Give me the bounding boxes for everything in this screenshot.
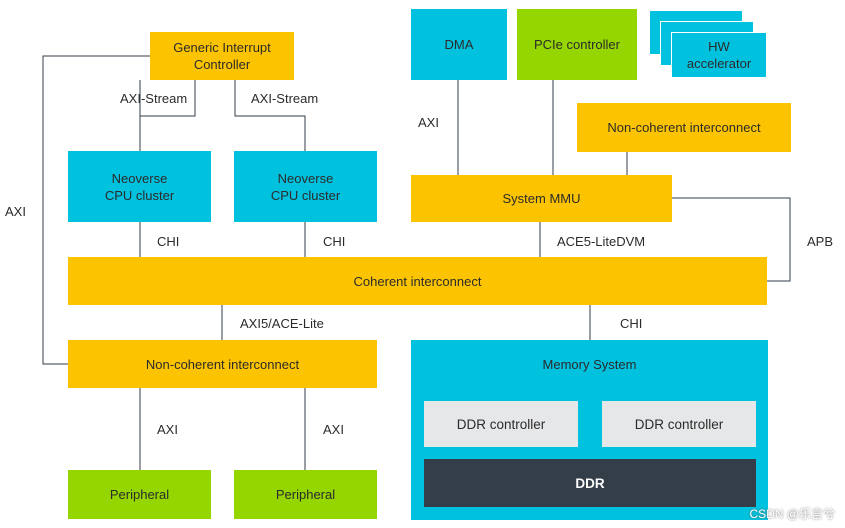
label-axi-periph-2: AXI xyxy=(323,422,344,437)
label-axi-dma: AXI xyxy=(418,115,439,130)
system-mmu-block: System MMU xyxy=(411,175,672,222)
wire-gic-cpu-right xyxy=(234,80,306,151)
label-chi-cpu-right: CHI xyxy=(323,234,346,249)
cpu-cluster-left: Neoverse CPU cluster xyxy=(68,151,211,222)
label-chi-cpu-left: CHI xyxy=(157,234,180,249)
label-axi-stream-left: AXI-Stream xyxy=(120,91,188,106)
label-axi-left: AXI xyxy=(5,204,26,219)
ddr-controller-2: DDR controller xyxy=(602,401,756,447)
peripheral-1: Peripheral xyxy=(68,470,211,519)
dma-block: DMA xyxy=(411,9,507,80)
wire-gic-cpu-left-stub xyxy=(140,80,196,117)
peripheral-2: Peripheral xyxy=(234,470,377,519)
ddr-controller-1: DDR controller xyxy=(424,401,578,447)
coherent-interconnect: Coherent interconnect xyxy=(68,257,767,305)
ddr-block: DDR xyxy=(424,459,756,507)
noncoherent-interconnect-bottom: Non-coherent interconnect xyxy=(68,340,377,388)
label-axi5-ace-lite: AXI5/ACE-Lite xyxy=(240,316,324,331)
wire-apb-loop xyxy=(672,197,791,282)
label-ace5-litedvm: ACE5-LiteDVM xyxy=(557,234,646,249)
label-axi-stream-right: AXI-Stream xyxy=(251,91,319,106)
label-chi-memory: CHI xyxy=(620,316,643,331)
pcie-block: PCIe controller xyxy=(517,9,637,80)
label-apb: APB xyxy=(807,234,834,249)
memory-system-label: Memory System xyxy=(542,357,637,372)
hw-accelerator-block: HW accelerator xyxy=(671,32,767,78)
watermark: CSDN @乐言兮 xyxy=(749,507,835,521)
wire-axi-left-loop xyxy=(42,55,150,365)
gic-block: Generic Interrupt Controller xyxy=(150,32,294,80)
noncoherent-interconnect-top: Non-coherent interconnect xyxy=(577,103,791,152)
cpu-cluster-right: Neoverse CPU cluster xyxy=(234,151,377,222)
label-axi-periph-1: AXI xyxy=(157,422,178,437)
